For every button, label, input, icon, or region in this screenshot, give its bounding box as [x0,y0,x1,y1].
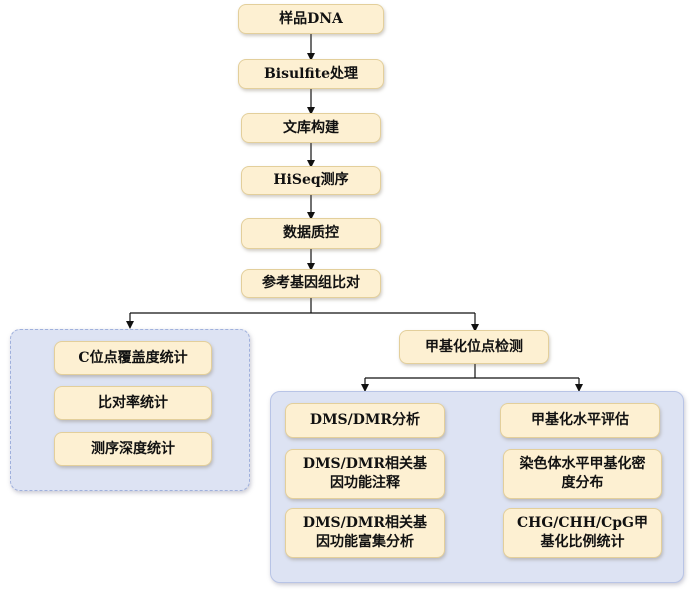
node-dms-dmr-analysis: DMS/DMR分析 [285,403,445,438]
node-methyl-site-detection: 甲基化位点检测 [399,330,549,364]
node-hiseq: HiSeq测序 [241,166,381,195]
node-dms-dmr-annotation: DMS/DMR相关基因功能注释 [285,449,445,499]
node-sequencing-depth: 测序深度统计 [54,432,212,466]
node-methyl-level: 甲基化水平评估 [500,403,660,438]
node-alignment: 参考基因组比对 [241,269,381,298]
node-library: 文库构建 [241,113,381,143]
node-qc: 数据质控 [241,218,381,249]
node-c-site-coverage: C位点覆盖度统计 [54,341,212,375]
node-dms-dmr-enrichment: DMS/DMR相关基因功能富集分析 [285,508,445,558]
node-alignment-rate: 比对率统计 [54,386,212,420]
node-bisulfite: Bisulfite处理 [238,59,384,89]
node-context-ratio: CHG/CHH/CpG甲基化比例统计 [503,508,662,558]
node-sample-dna: 样品DNA [238,4,384,34]
node-chromosome-density: 染色体水平甲基化密度分布 [503,449,662,499]
